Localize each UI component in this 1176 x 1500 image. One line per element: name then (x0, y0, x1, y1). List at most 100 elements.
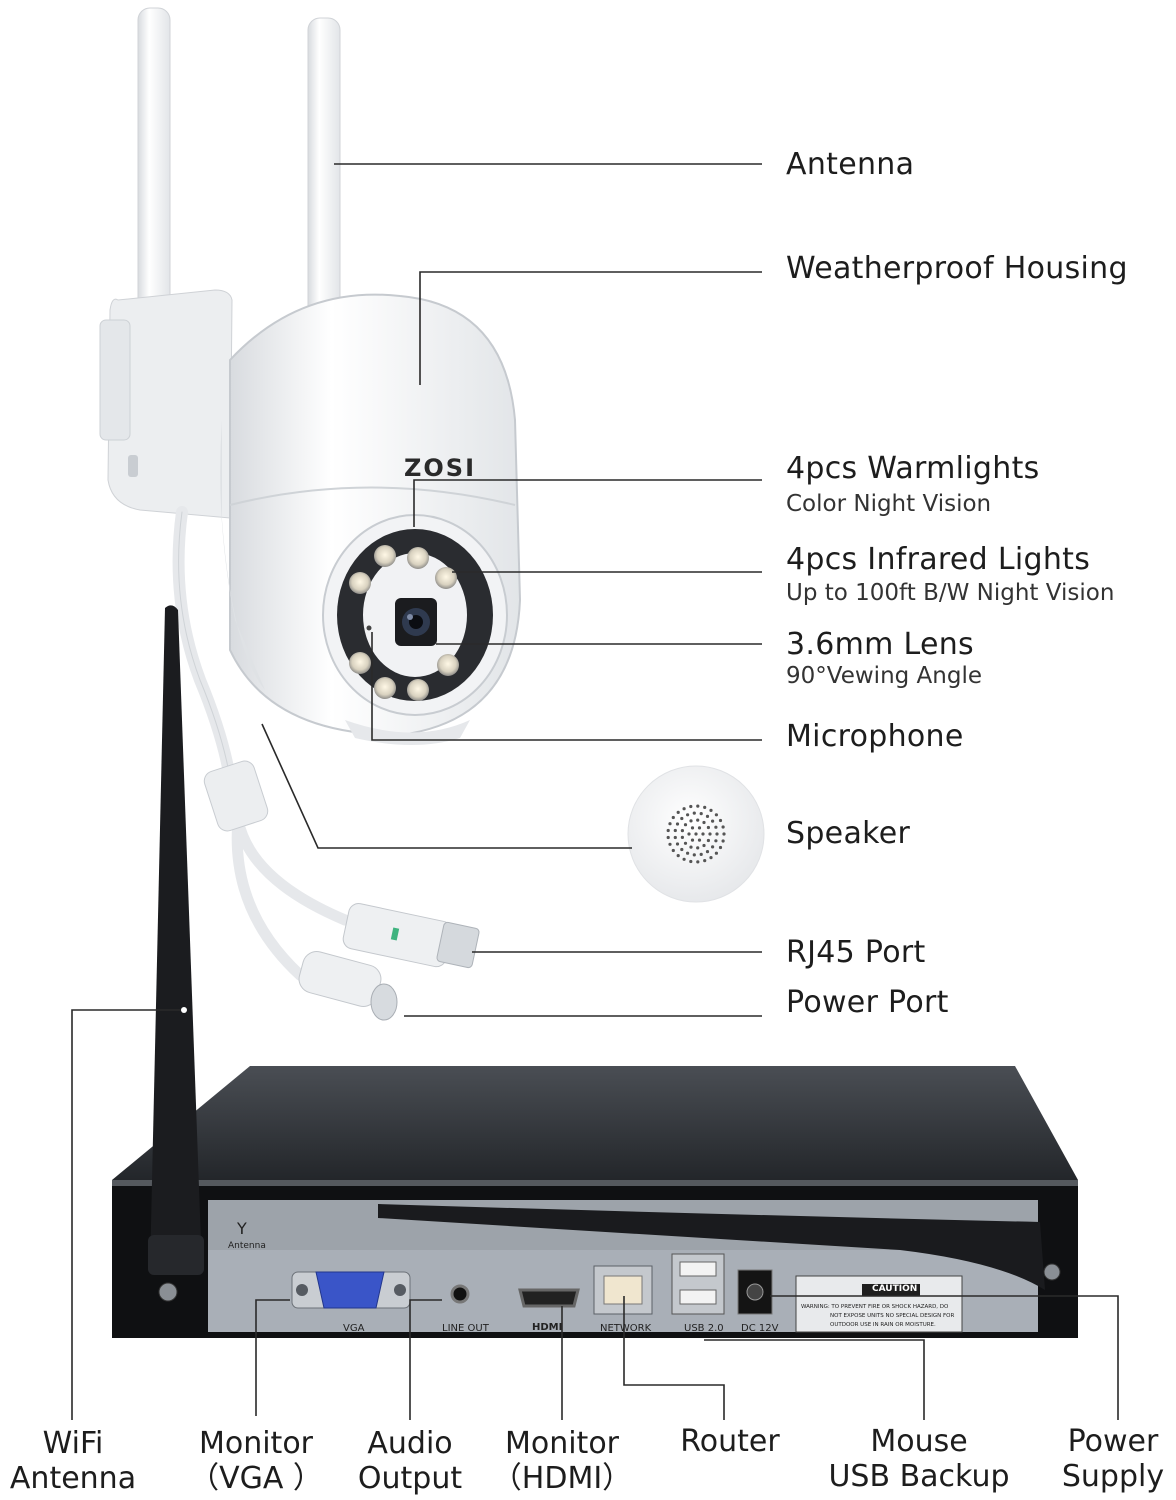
speaker-grille-dot (702, 820, 706, 825)
panel-hdmi-label: HDMI (532, 1322, 563, 1333)
speaker-grille-dot (671, 815, 675, 820)
speaker-grille-dot (711, 845, 715, 849)
caution-title: CAUTION (872, 1284, 918, 1294)
speaker-grille-dot (697, 826, 702, 830)
callout-rj45-port: RJ45 Port (786, 935, 926, 970)
speaker-grille-dot (714, 839, 718, 843)
callout-speaker: Speaker (786, 816, 911, 851)
leader-lines (71, 163, 1119, 1420)
speaker-grille-dot (675, 822, 680, 826)
speaker-grille-dot (699, 812, 703, 816)
callout-infrared-sub: Up to 100ft B/W Night Vision (786, 580, 1115, 606)
power-connector (298, 951, 398, 1021)
rj45-connector (342, 903, 480, 969)
speaker-grille-dot (722, 832, 726, 836)
hdmi-port (518, 1288, 580, 1308)
panel-usb-label: USB 2.0 (684, 1323, 724, 1334)
standing-wifi-antenna (148, 605, 204, 1275)
nvr-antenna-lying (378, 1204, 1045, 1290)
speaker-grille-dot (668, 822, 672, 826)
speaker-grille-dot (709, 808, 713, 813)
speaker-grille-dot (696, 846, 700, 850)
speaker-grille-dot (686, 851, 690, 855)
panel-line-out-label: LINE OUT (442, 1323, 489, 1334)
speaker-grille-dot (666, 835, 670, 840)
speaker-grille-dot (689, 819, 693, 823)
speaker-grille-dot (711, 819, 715, 823)
speaker-grille-dot (680, 816, 684, 821)
callout-warmlights: 4pcs Warmlights (786, 451, 1040, 486)
speaker-grille-dot (682, 857, 686, 861)
panel-antenna-label: Antenna (228, 1241, 266, 1251)
camera-mount (99, 289, 233, 519)
speaker-grille-dot (675, 842, 680, 846)
speaker-grille-dot (676, 854, 680, 858)
callout-power-port: Power Port (786, 985, 949, 1020)
label-router: Router (680, 1424, 780, 1459)
speaker-grille-dot (709, 856, 713, 860)
speaker-grille-dot (689, 804, 693, 809)
speaker-grille-dot (680, 829, 685, 833)
speaker-grille-dot (696, 860, 700, 864)
speaker-grille-dot (705, 850, 710, 854)
speaker-grille-dot (708, 832, 712, 836)
led-array (349, 545, 459, 701)
speaker-grille-dot (689, 859, 693, 864)
callout-lens: 3.6mm Lens (786, 627, 974, 662)
label-monitor-vga: Monitor（VGA ） (189, 1426, 323, 1496)
caution-warning-2: NOT EXPOSE UNITS NO SPECIAL DESIGN FOR (830, 1313, 955, 1319)
speaker-grille-dot (683, 841, 688, 845)
callout-microphone: Microphone (786, 719, 964, 754)
speaker-grille-dot (721, 825, 725, 829)
speaker-grille-dot (673, 828, 677, 833)
speaker-grille-dot (701, 832, 705, 836)
speaker-grille-dot (686, 813, 690, 817)
speaker-grille-dot (702, 843, 706, 848)
speaker-grille-dot (671, 848, 675, 853)
speaker-grille-dot (689, 845, 693, 849)
speaker-grille-dot (668, 842, 672, 846)
callout-lens-sub: 90°Vewing Angle (786, 663, 983, 689)
speaker-grille-dot (692, 811, 696, 815)
speaker-grille-dot (697, 838, 702, 842)
speaker-grille-dot (673, 835, 677, 840)
caution-warning-1: WARNING: TO PREVENT FIRE OR SHOCK HAZARD… (801, 1304, 949, 1310)
speaker-grille-dot (680, 835, 685, 840)
antenna-symbol: Y (237, 1219, 247, 1238)
panel-vga-label: VGA (343, 1323, 365, 1334)
cable-splitter (203, 760, 269, 832)
speaker-grille-dot (687, 832, 691, 836)
speaker-grille-dot (714, 813, 719, 817)
speaker-grille-dot (714, 851, 719, 855)
usb-ports (671, 1253, 725, 1315)
label-monitor-hdmi: Monitor（HDMI） (491, 1426, 633, 1496)
speaker-grille-dot (718, 845, 723, 850)
speaker-grille-dot (718, 818, 723, 823)
speaker-grille-dot (676, 810, 680, 815)
callout-infrared: 4pcs Infrared Lights (786, 542, 1091, 577)
camera-brand-logo: ZOSI (404, 454, 476, 482)
speaker-grille-dot (682, 807, 686, 811)
speaker-grille-dot (694, 832, 698, 836)
speaker-grille-dot (703, 859, 707, 863)
vga-port (291, 1271, 411, 1309)
speaker-grille-dot (692, 853, 696, 857)
speaker-grille-dot (721, 839, 725, 843)
microphone-hole (366, 625, 372, 631)
speaker-grille-dot (715, 832, 719, 836)
speaker-grille-dot (680, 847, 684, 852)
speaker-grille-dot (714, 825, 718, 829)
speaker-grille-dot (703, 805, 707, 810)
speaker-grille-dot (705, 814, 710, 819)
speaker-grille-dot (696, 804, 700, 808)
speaker-grille-dot (690, 838, 695, 842)
speaker-grille-dot (696, 818, 700, 822)
speaker-grille-dot (706, 838, 711, 843)
speaker-disc (627, 765, 765, 903)
speaker-grille-dot (699, 852, 703, 857)
speaker-grille-dot (666, 828, 670, 833)
